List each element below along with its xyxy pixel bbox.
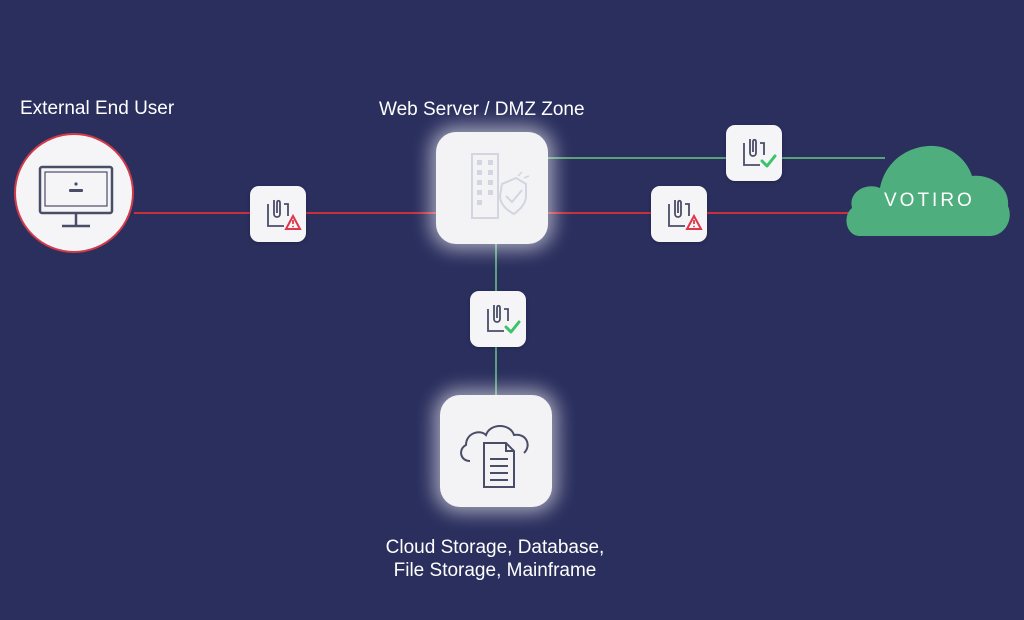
external-user-label: External End User [20, 98, 175, 119]
votiro-logo: VOTIRO [884, 190, 975, 211]
building-shield-icon [471, 153, 530, 219]
clean-file-badge [470, 291, 526, 347]
file-check-icon [743, 138, 777, 168]
storage-node [440, 395, 552, 507]
file-warning-icon [668, 199, 703, 230]
threat-file-badge [250, 186, 306, 242]
storage-label-line-1: Cloud Storage, Database, [385, 537, 605, 558]
clean-file-badge [726, 125, 782, 181]
storage-label: Cloud Storage, Database, File Storage, M… [360, 536, 630, 582]
file-warning-icon [267, 199, 302, 230]
web-server-node [436, 132, 548, 244]
file-check-icon [487, 304, 521, 334]
votiro-cloud [840, 140, 1015, 240]
monitor-icon [38, 165, 114, 228]
storage-label-line-2: File Storage, Mainframe [393, 560, 597, 581]
cloud-icon [846, 145, 1010, 236]
cloud-document-icon [460, 425, 529, 488]
threat-file-badge [651, 186, 707, 242]
external-user-node [14, 133, 134, 253]
web-server-label: Web Server / DMZ Zone [379, 99, 585, 120]
